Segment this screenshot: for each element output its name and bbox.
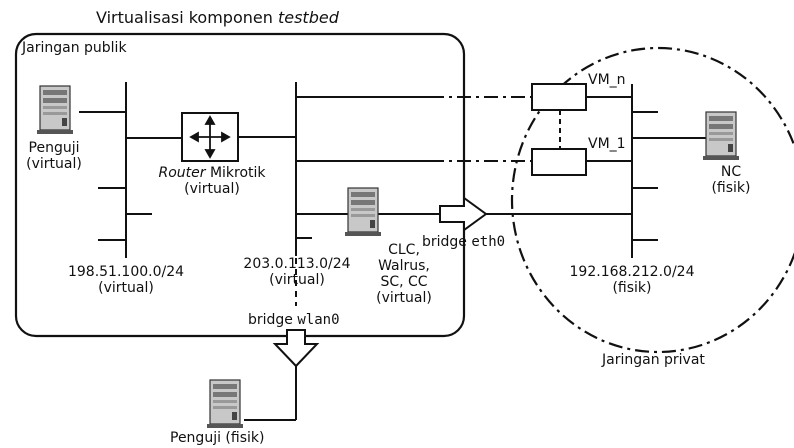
vm-n-label: VM_n bbox=[588, 72, 626, 88]
diagram-title: Virtualisasi komponen testbed bbox=[96, 8, 339, 27]
vm-1-label: VM_1 bbox=[588, 136, 626, 152]
clc-label: CLC, Walrus, SC, CC (virtual) bbox=[376, 242, 432, 306]
vm-1-box bbox=[531, 148, 587, 176]
clc-server-icon bbox=[344, 187, 382, 237]
subnet-192-label: 192.168.212.0/24 (fisik) bbox=[569, 264, 695, 296]
tester-physical-server-icon bbox=[206, 379, 244, 429]
tester-physical-label: Penguji (fisik) bbox=[170, 430, 265, 446]
router-label: Router Mikrotik (virtual) bbox=[158, 165, 266, 197]
tester-virtual-label: Penguji (virtual) bbox=[26, 140, 82, 172]
tester-virtual-server-icon bbox=[36, 85, 74, 135]
subnet-198-label: 198.51.100.0/24 (virtual) bbox=[67, 264, 185, 296]
bridge-eth-label: bridge eth0 bbox=[422, 234, 506, 250]
public-network-box bbox=[14, 32, 466, 338]
private-network-ellipse bbox=[510, 46, 794, 354]
bridge-wlan-label: bridge wlan0 bbox=[246, 312, 342, 328]
nc-server-icon bbox=[702, 111, 740, 161]
private-network-label: Jaringan privat bbox=[602, 352, 705, 368]
subnet-203-label: 203.0.113.0/24 (virtual) bbox=[243, 256, 351, 288]
bridge-wlan-arrow bbox=[272, 329, 320, 368]
public-network-label: Jaringan publik bbox=[22, 40, 127, 56]
bridge-eth-arrow bbox=[439, 196, 488, 232]
vm-n-box bbox=[531, 83, 587, 111]
nc-label: NC (fisik) bbox=[711, 164, 751, 196]
